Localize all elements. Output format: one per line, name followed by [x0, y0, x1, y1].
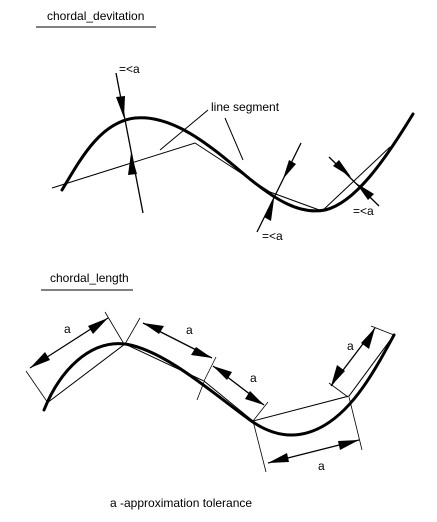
arrowhead: [191, 347, 212, 358]
tolerance-label-1: =<a: [119, 62, 140, 76]
arrowhead: [361, 328, 375, 349]
deviation-marker-1: =<a: [115, 62, 144, 214]
freeform-curve: [42, 333, 396, 437]
caption: a -approximation tolerance: [110, 496, 252, 510]
arrowhead: [30, 352, 50, 368]
length-dimension-5: a: [330, 327, 376, 387]
extension-line: [252, 401, 269, 422]
extension-line: [252, 420, 267, 473]
arrowhead: [338, 440, 359, 450]
deviation-marker-3: =<a: [328, 156, 380, 218]
arrowhead: [331, 365, 345, 386]
extension-line: [203, 356, 217, 382]
dimension-label-2: a: [186, 323, 193, 337]
chord-polyline: [51, 142, 391, 212]
arrowhead: [116, 96, 125, 118]
extension-line: [348, 396, 363, 451]
tolerance-label-2: =<a: [262, 229, 283, 243]
freeform-curve: [60, 112, 415, 213]
dimension-label-4: a: [318, 459, 325, 473]
extension-line: [104, 311, 125, 345]
arrowhead: [356, 183, 374, 200]
section-title-chordal-length: chordal_length: [50, 271, 129, 285]
dimension-label-3: a: [250, 371, 257, 385]
chordal-deviation-figure: chordal_devitation line segment =<a =<a: [36, 9, 415, 243]
length-dimension-4: a: [267, 439, 360, 473]
leader-line-2: [224, 117, 244, 161]
arrowhead: [283, 160, 296, 179]
arrowhead: [268, 453, 289, 463]
arrowhead: [88, 318, 108, 334]
tolerance-label-3: =<a: [353, 204, 374, 218]
arrowhead: [245, 391, 264, 405]
arrowhead: [264, 199, 274, 221]
length-dimension-2: a: [142, 322, 213, 359]
leader-line-1: [159, 109, 209, 151]
extension-line: [124, 317, 141, 345]
deviation-marker-2: =<a: [256, 142, 302, 243]
chordal-length-figure: chordal_length a a: [25, 271, 396, 510]
arrowhead: [213, 366, 232, 380]
length-dimension-3: a: [212, 365, 265, 406]
dimension-label-1: a: [64, 322, 71, 336]
extension-line: [196, 381, 205, 401]
arrowhead: [333, 160, 351, 177]
section-title-chordal-deviation: chordal_devitation: [47, 9, 144, 23]
arrowhead: [128, 153, 137, 175]
dimension-label-5: a: [347, 339, 354, 353]
arrowhead: [143, 323, 164, 334]
extension-line: [25, 370, 49, 404]
length-dimension-1: a: [29, 317, 109, 369]
line-segment-label: line segment: [211, 100, 280, 114]
chord-polyline: [46, 334, 395, 422]
extension-line: [370, 325, 395, 336]
